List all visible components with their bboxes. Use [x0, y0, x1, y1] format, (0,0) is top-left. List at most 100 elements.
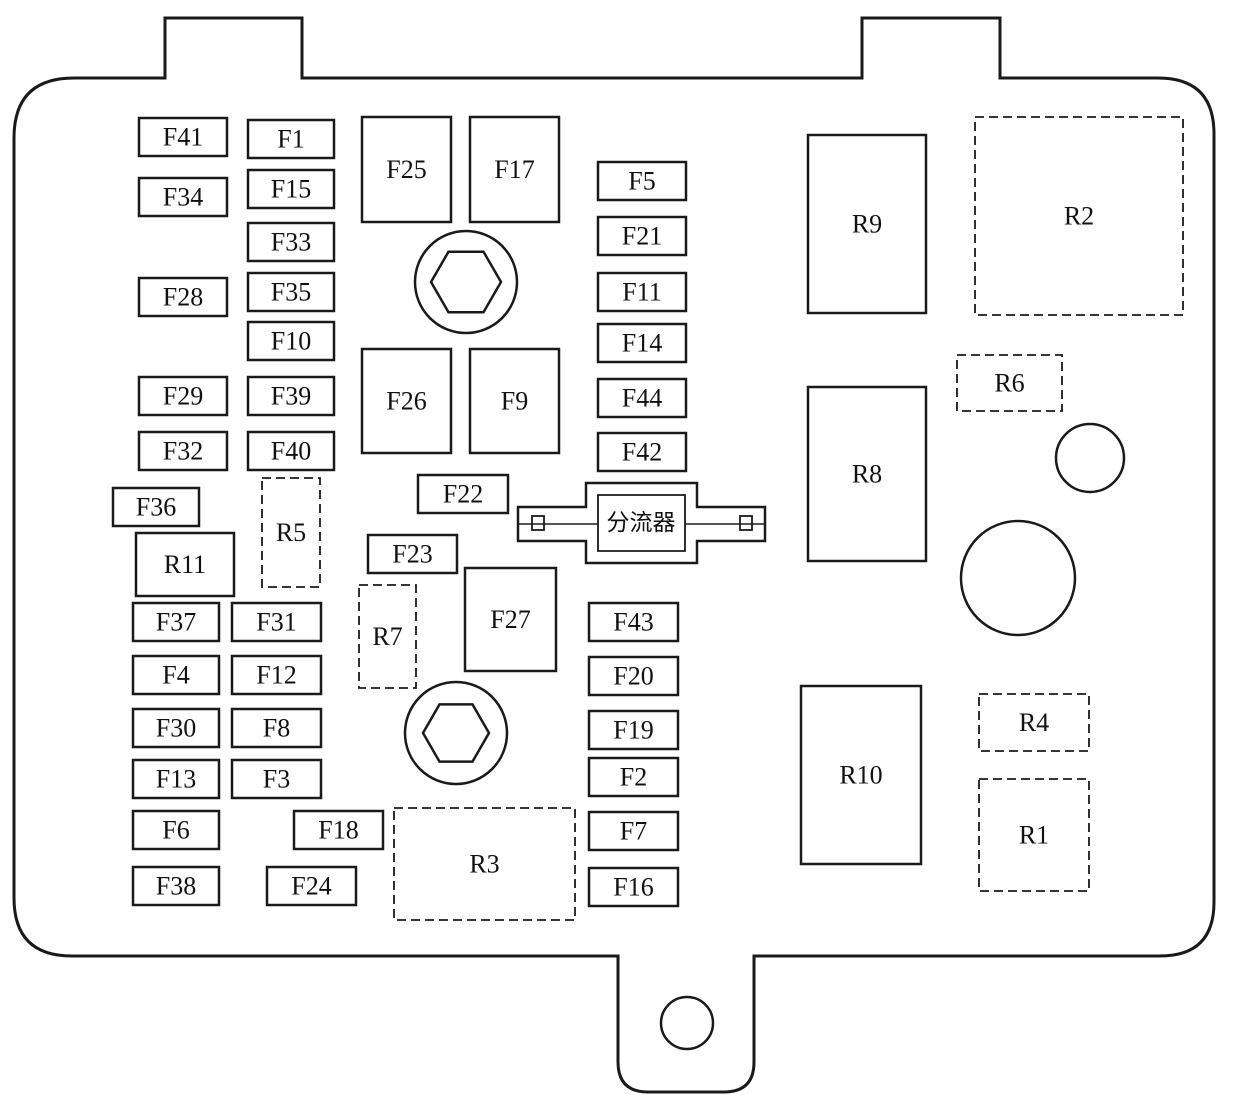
fuse-f19-label: F19 — [613, 716, 653, 745]
fuse-f9-box — [468, 347, 561, 455]
fuse-f43-box — [587, 601, 680, 643]
fuse-f27-box — [463, 566, 558, 673]
fuse-f1-box — [246, 118, 336, 160]
fuse-f29-label: F29 — [163, 382, 203, 411]
fuse-f35: F35 — [246, 271, 336, 313]
fuse-f34-label: F34 — [163, 183, 203, 212]
fuse-f23-label: F23 — [392, 540, 432, 569]
bolt-hex-top — [429, 250, 503, 314]
fuse-f25: F25 — [360, 115, 453, 224]
fuse-f3-label: F3 — [263, 765, 290, 794]
relay-r6: R6 — [956, 354, 1063, 412]
fuse-f5: F5 — [596, 160, 688, 202]
fuse-f8-box — [230, 707, 323, 749]
fuse-f6-label: F6 — [162, 816, 189, 845]
relay-r1: R1 — [978, 778, 1090, 892]
relay-r5: R5 — [261, 477, 321, 588]
fuse-f23: F23 — [366, 533, 459, 575]
fuse-f38-label: F38 — [156, 872, 196, 901]
relay-r11-box — [134, 531, 236, 598]
fuse-f14-label: F14 — [622, 329, 662, 358]
fuse-f38: F38 — [131, 865, 221, 907]
fuse-f32-label: F32 — [163, 437, 203, 466]
fuse-f43: F43 — [587, 601, 680, 643]
fuse-f8: F8 — [230, 707, 323, 749]
fuse-f2-box — [587, 756, 680, 798]
fuse-f40-label: F40 — [271, 437, 311, 466]
fuse-f33-box — [246, 221, 336, 263]
fuse-f12-label: F12 — [256, 661, 296, 690]
fuse-f29-box — [137, 375, 229, 417]
fuse-f21: F21 — [596, 215, 688, 257]
fuse-f20: F20 — [587, 655, 680, 697]
fuse-f15-label: F15 — [271, 175, 311, 204]
fuse-f41-box — [137, 116, 229, 158]
fuse-f34: F34 — [137, 176, 229, 218]
relay-r7-box — [358, 584, 417, 689]
relay-r8-label: R8 — [852, 460, 882, 489]
fuse-f5-label: F5 — [628, 167, 655, 196]
fuse-f30-label: F30 — [156, 714, 196, 743]
fuse-f26-box — [360, 347, 453, 455]
fuse-f26-label: F26 — [386, 387, 426, 416]
fuse-f10-box — [246, 320, 336, 362]
fuse-f4: F4 — [131, 654, 221, 696]
fuse-f2: F2 — [587, 756, 680, 798]
fuse-f22: F22 — [416, 473, 510, 515]
fuse-f35-label: F35 — [271, 278, 311, 307]
relay-r9: R9 — [806, 133, 928, 315]
fuse-f16: F16 — [587, 866, 680, 908]
fuse-f7-box — [587, 810, 680, 852]
fuse-f27-label: F27 — [490, 605, 530, 634]
fuse-f7-label: F7 — [620, 817, 647, 846]
fuse-f28-box — [137, 276, 229, 318]
fuse-f28-label: F28 — [163, 283, 203, 312]
fuse-f42-label: F42 — [622, 438, 662, 467]
relay-r11: R11 — [134, 531, 236, 598]
mounting-hole-small — [1054, 422, 1126, 494]
fuse-f11: F11 — [596, 271, 688, 313]
relay-r7-label: R7 — [372, 622, 402, 651]
fuse-f13-box — [131, 758, 221, 800]
fuse-f18: F18 — [292, 809, 385, 851]
fuse-f24-label: F24 — [291, 872, 331, 901]
shunt-label: 分流器 — [607, 510, 676, 536]
fuse-f44-label: F44 — [622, 384, 662, 413]
fuse-f6: F6 — [131, 809, 221, 851]
shunt: 分流器 — [516, 481, 767, 565]
fuse-f19-box — [587, 709, 680, 751]
shunt-inner-frame — [597, 494, 686, 552]
fuse-f22-label: F22 — [443, 480, 483, 509]
fuse-f5-box — [596, 160, 688, 202]
fuse-f17-box — [468, 115, 561, 224]
fuse-f42-box — [596, 431, 688, 473]
shunt-terminal-right — [739, 515, 753, 531]
fuse-f40-box — [246, 430, 336, 472]
fuse-f7: F7 — [587, 810, 680, 852]
fuse-f18-box — [292, 809, 385, 851]
fuse-f35-box — [246, 271, 336, 313]
fuse-f15: F15 — [246, 168, 336, 210]
fuse-f44: F44 — [596, 377, 688, 419]
relay-r4: R4 — [978, 693, 1090, 752]
fuse-f39-label: F39 — [271, 382, 311, 411]
relay-r3: R3 — [393, 807, 576, 921]
shunt-terminal-left — [531, 515, 545, 531]
fuse-f1-label: F1 — [277, 125, 304, 154]
relay-r10-label: R10 — [839, 761, 882, 790]
fuse-f19: F19 — [587, 709, 680, 751]
fuse-f28: F28 — [137, 276, 229, 318]
fuse-f36-box — [111, 486, 201, 528]
fuse-f21-label: F21 — [622, 222, 662, 251]
fuse-f22-box — [416, 473, 510, 515]
fuse-f30: F30 — [131, 707, 221, 749]
fuse-f17-label: F17 — [494, 155, 534, 184]
fuse-f18-label: F18 — [318, 816, 358, 845]
fuse-f11-label: F11 — [622, 278, 662, 307]
fuse-f33-label: F33 — [271, 228, 311, 257]
fuse-f31: F31 — [230, 601, 323, 643]
fuse-f24: F24 — [265, 865, 358, 907]
relay-r9-box — [806, 133, 928, 315]
